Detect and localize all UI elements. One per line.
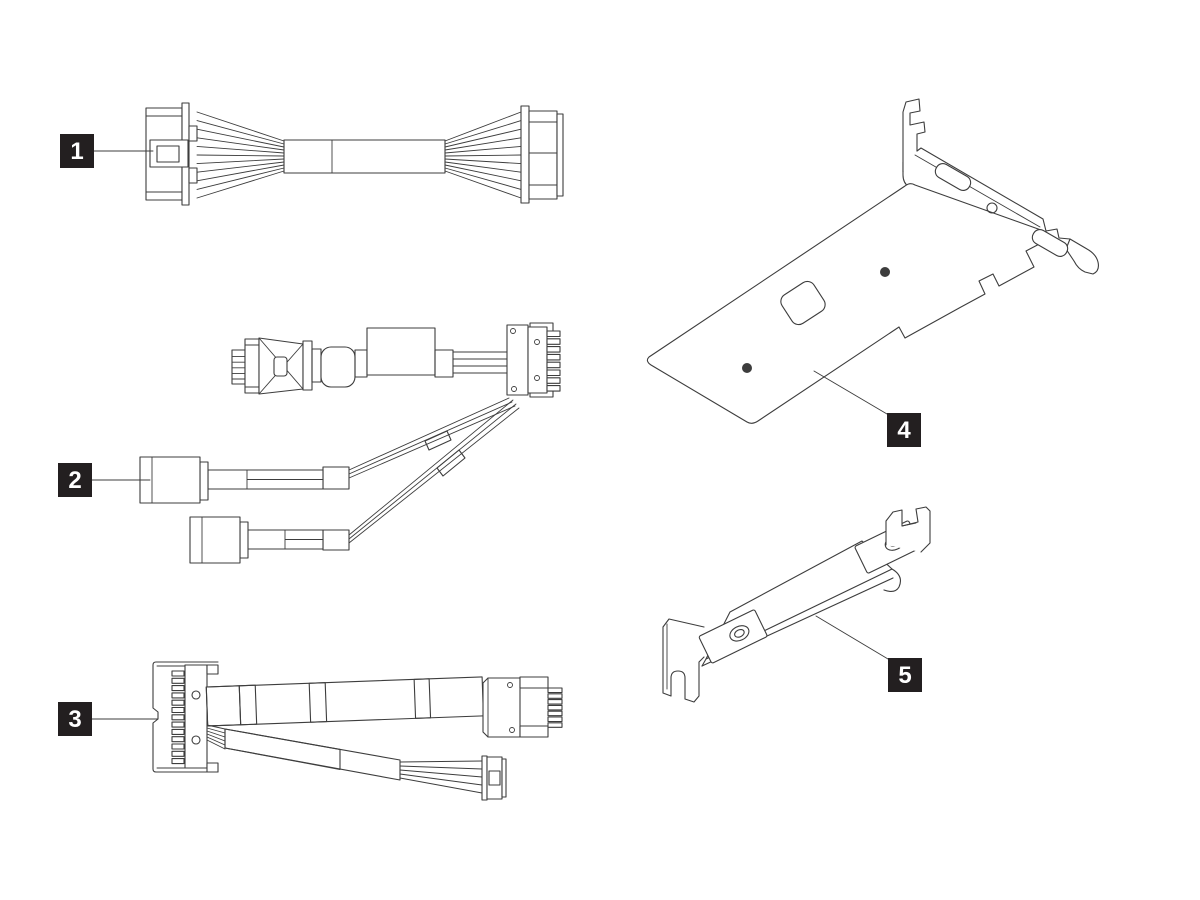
adapter4-hole-dot	[742, 363, 752, 373]
cable2-main-connector-body	[527, 326, 548, 394]
cable3-bottom-fan	[206, 724, 226, 750]
adapter4-bracket-foot	[1065, 238, 1099, 275]
adapter4-clip-slot	[934, 163, 972, 191]
callout-leaders	[91, 150, 889, 720]
cable1-right-connector-body	[528, 110, 558, 200]
cable3-bottom-ribbon	[224, 728, 401, 781]
cable1-left-wire-fan	[196, 111, 285, 199]
cable1-sleeve	[283, 139, 446, 174]
adapter-4-drawing	[646, 98, 1099, 424]
adapter4-bracket-hook	[902, 98, 926, 173]
cable1-latch	[149, 139, 189, 168]
callout-5: 5	[888, 658, 922, 692]
callout-2-number: 2	[68, 467, 81, 494]
cable3-left-pin-comb	[171, 670, 185, 765]
adapter4-bracket-rail	[916, 147, 1071, 240]
callout-2: 2	[58, 463, 92, 497]
adapter4-card-plate	[646, 183, 1046, 424]
cable2-branch-b-wires	[348, 399, 520, 544]
cable3-top-ribbon	[205, 676, 485, 727]
callout-leader-5	[815, 615, 889, 660]
cable2-branch-b-connector	[189, 516, 241, 564]
callout-3-number: 3	[68, 706, 81, 733]
cable3-top-connector-body	[482, 677, 521, 738]
bracket5-hook-tab	[885, 506, 931, 553]
cable1-right-wire-fan	[444, 111, 522, 199]
cable2-main-connector-plate	[506, 324, 529, 396]
cable2-bend-relief	[320, 346, 356, 388]
adapter4-screw-hole	[986, 202, 998, 214]
adapter4-hole-dot	[880, 267, 890, 277]
bracket-5-drawing	[662, 506, 931, 703]
callout-1-number: 1	[70, 138, 83, 165]
cable3-bottom-wires	[399, 760, 483, 794]
cable1-right-flange	[520, 105, 530, 204]
cable3-left-plate	[184, 664, 208, 769]
adapter4-clip-slot	[1031, 229, 1069, 257]
callout-4-number: 4	[897, 417, 911, 444]
callout-4: 4	[887, 413, 921, 447]
adapter4-square-cutout	[780, 280, 826, 326]
cable-3-drawing	[152, 661, 563, 801]
cable2-inline-box	[366, 327, 436, 376]
callout-leader-4	[813, 370, 888, 415]
bracket5-left-flange	[698, 609, 768, 664]
bracket5-left-foot	[662, 618, 705, 703]
cable-1-drawing	[145, 102, 564, 206]
callout-1: 1	[60, 134, 94, 168]
callout-5-number: 5	[898, 662, 911, 689]
cable-2-drawing	[139, 322, 561, 564]
cable3-top-connector-pins	[547, 687, 563, 728]
callout-3: 3	[58, 702, 92, 736]
cable2-main-connector-pins	[546, 330, 561, 392]
